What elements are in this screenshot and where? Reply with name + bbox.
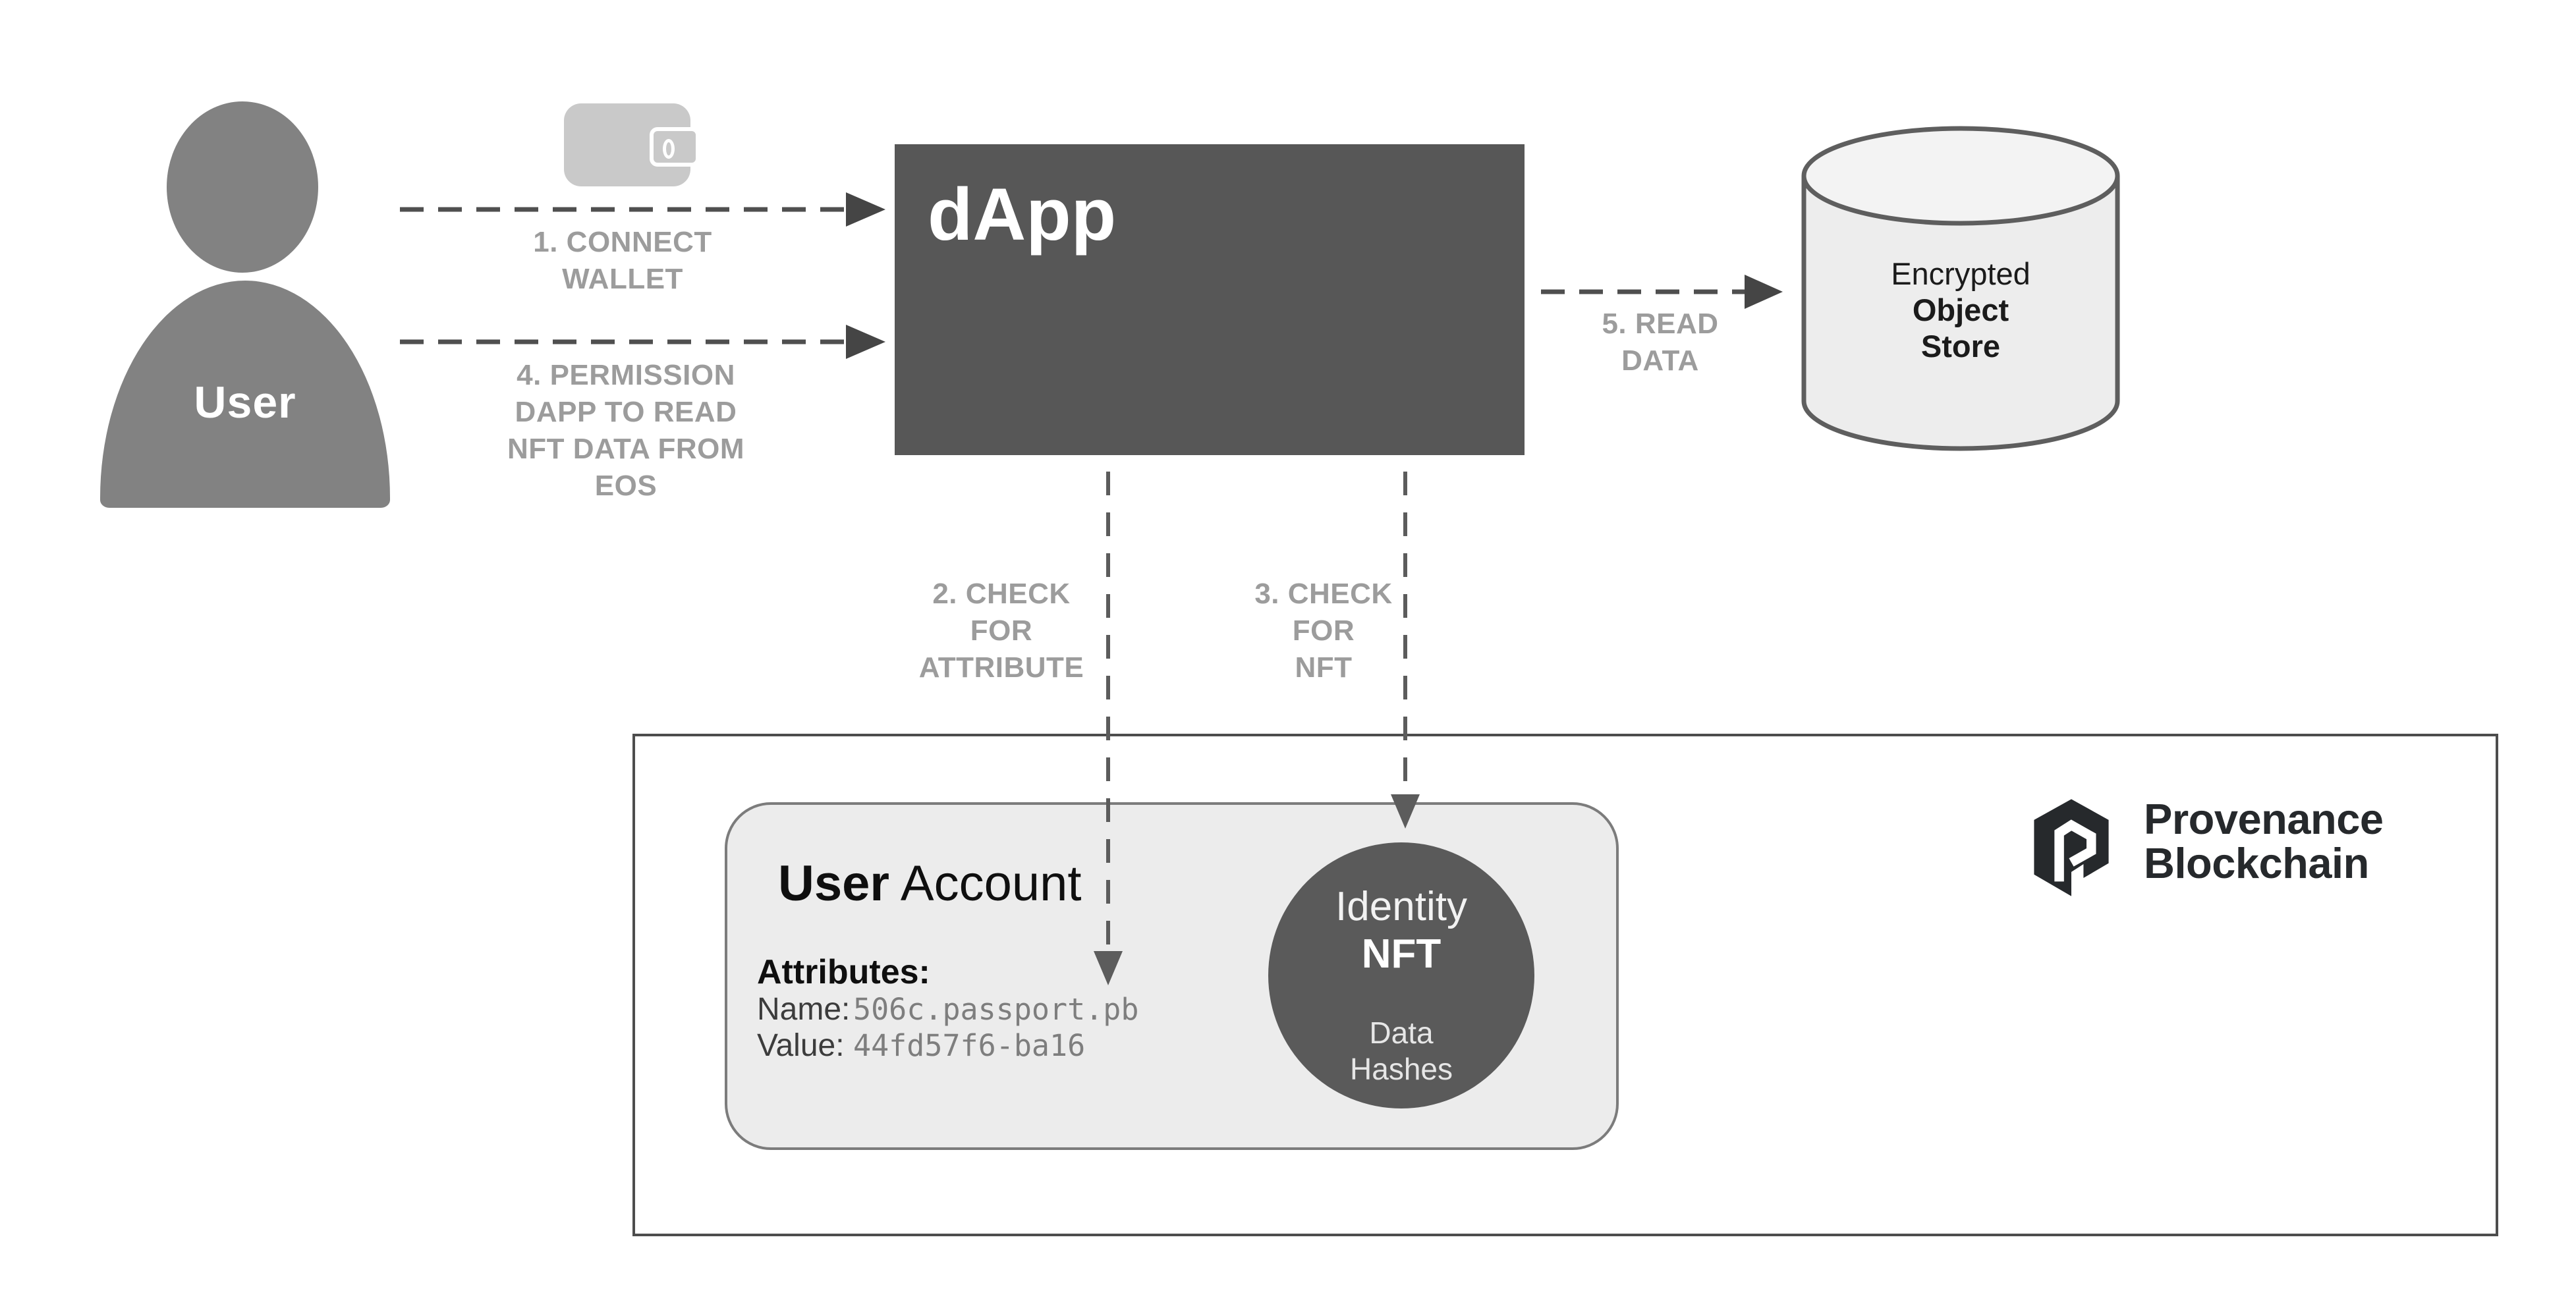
nft-data-hashes-label: Data Hashes xyxy=(1350,1016,1453,1086)
logo-line-1: Provenance xyxy=(2144,795,2384,843)
provenance-logo-icon xyxy=(2018,798,2125,897)
dapp-label: dApp xyxy=(928,173,1117,256)
user-account-title-bold: User xyxy=(778,856,889,912)
step-1-connect-wallet-label: 1. CONNECT WALLET xyxy=(533,226,712,295)
provenance-logo-text: Provenance Blockchain xyxy=(2144,797,2384,885)
encrypted-object-store: Encrypted Object Store xyxy=(1801,125,2121,452)
wallet-clasp-hole xyxy=(663,139,675,159)
store-line-1: Encrypted xyxy=(1891,256,2030,291)
store-label: Encrypted Object Store xyxy=(1801,256,2121,364)
user-icon xyxy=(167,101,318,273)
attribute-name-label: Name: xyxy=(757,992,851,1027)
user-label: User xyxy=(194,377,296,427)
attribute-value-value: 44fd57f6-ba16 xyxy=(853,1028,1086,1063)
attribute-value-label: Value: xyxy=(757,1028,845,1063)
connect-wallet-arrow xyxy=(400,192,885,227)
identity-nft-circle: Identity NFT Data Hashes xyxy=(1268,842,1534,1108)
attributes-heading: Attributes: xyxy=(757,953,930,991)
store-line-2: Object xyxy=(1912,292,2009,327)
step-2-check-attribute-label: 2. CHECK FOR ATTRIBUTE xyxy=(918,578,1084,684)
logo-line-2: Blockchain xyxy=(2144,839,2369,887)
dapp-box: dApp xyxy=(895,144,1525,455)
step-5-read-data-label: 5. READ DATA xyxy=(1602,308,1719,377)
store-line-3: Store xyxy=(1920,329,2001,364)
permission-arrow xyxy=(400,325,885,359)
user-account-title: User Account xyxy=(778,855,1082,912)
database-icon xyxy=(1801,126,2120,451)
attribute-row-value: Value: 44fd57f6-ba16 xyxy=(757,1027,1085,1064)
user-account-title-regular: Account xyxy=(900,856,1082,912)
wallet-clasp-icon xyxy=(650,127,700,167)
attribute-row-name: Name: 506c.passport.pb xyxy=(757,991,1138,1027)
step-3-check-nft-label: 3. CHECK FOR NFT xyxy=(1254,578,1393,684)
nft-title-identity: Identity xyxy=(1335,884,1467,929)
nft-title-nft: NFT xyxy=(1361,931,1442,977)
attribute-name-value: 506c.passport.pb xyxy=(853,992,1139,1027)
read-data-arrow xyxy=(1541,275,1783,309)
step-4-permission-label: 4. PERMISSION DAPP TO READ NFT DATA FROM… xyxy=(507,359,745,502)
